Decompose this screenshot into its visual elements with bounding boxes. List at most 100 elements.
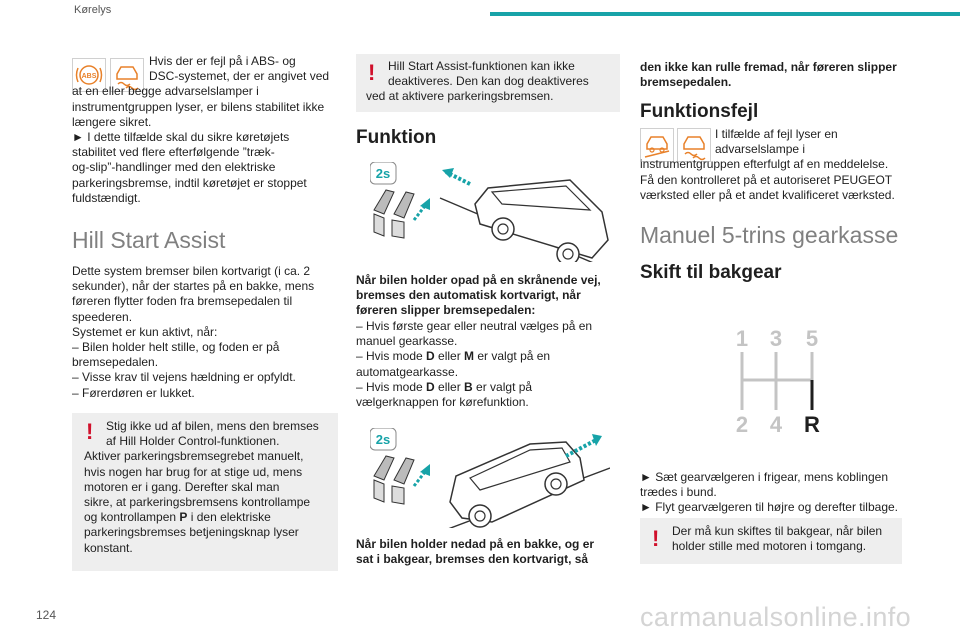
- fault-heading: Funktionsfejl: [640, 101, 759, 122]
- text-line: holder stille med motoren i tomgang.: [672, 539, 867, 554]
- uphill-illustration: 2s: [370, 162, 610, 262]
- text-line: ► Sæt gearvælgeren i frigear, mens kobli…: [640, 470, 889, 484]
- text-line: Aktiver parkeringsbremsegrebet manuelt,: [84, 449, 304, 464]
- text-part: eller: [434, 349, 465, 364]
- text-line: parkeringsbremse, indtil køretøjet er st…: [72, 175, 307, 190]
- warning-box-deactivation: ! Hill Start Assist-funktionen kan ikke …: [356, 54, 620, 112]
- text-line: længere sikret.: [72, 114, 152, 129]
- text-line: og-slip”-handlinger med den elektriske: [72, 160, 276, 175]
- gear-label-3: 3: [770, 326, 782, 351]
- timer-badge: 2s: [376, 432, 390, 447]
- text-line: vælgerknappen for kørefunktion.: [356, 395, 529, 410]
- fault-text: I tilfælde af fejl lyser en advarselslam…: [640, 127, 904, 203]
- abs-warning-icon: ABS: [72, 58, 106, 92]
- page-number: 124: [36, 608, 57, 622]
- text-part: i den elektriske: [187, 510, 271, 525]
- gear-label-1: 1: [736, 326, 748, 351]
- text-line: Der må kun skiftes til bakgear, når bile…: [672, 524, 883, 538]
- text-line: bremsepedalen.: [72, 355, 159, 370]
- reverse-heading: Skift til bakgear: [640, 262, 782, 283]
- reverse-steps: ► Sæt gearvælgeren i frigear, mens kobli…: [640, 470, 904, 516]
- text-line: Hvis der er fejl på i ABS- og: [149, 54, 296, 68]
- gear-label-reverse: R: [804, 412, 820, 437]
- mode-d: D: [426, 379, 435, 394]
- text-line: instrumentgruppen lyser, er bilens stabi…: [72, 99, 325, 114]
- text-line: deaktiveres. Den kan dog deaktiveres: [388, 74, 589, 89]
- stability-control-icon: [677, 128, 711, 162]
- text-line: sat i bakgear, bremses den kortvarigt, s…: [356, 552, 589, 567]
- downhill-illustration: 2s: [370, 428, 610, 528]
- text-line: konstant.: [84, 540, 133, 555]
- text-part: og kontrollampen: [84, 510, 180, 525]
- text-line: speederen.: [72, 309, 133, 324]
- text-line: sikre, at parkeringsbremsens kontrollamp…: [84, 495, 311, 510]
- text-line: motoren er i gang. Derefter skal man: [84, 479, 280, 494]
- text-line: trædes i bund.: [640, 485, 717, 500]
- text-line: advarselslampe i: [715, 142, 806, 157]
- text-line: den ikke kan rulle fremad, når føreren s…: [640, 60, 897, 74]
- text-line: parkeringsbremses betjeningsknap lyser: [84, 525, 299, 540]
- warning-icon: !: [368, 60, 376, 85]
- text-line: Når bilen holder opad på en skrånende ve…: [356, 273, 601, 287]
- text-part: er valgt på: [472, 379, 533, 394]
- text-line: ► Flyt gearvælgeren til højre og derefte…: [640, 500, 898, 515]
- text-part: eller: [434, 379, 465, 394]
- text-part: – Hvis mode: [356, 379, 427, 394]
- text-line: ► I dette tilfælde skal du sikre køretøj…: [72, 130, 290, 145]
- column-left: Hvis der er fejl på i ABS- og DSC-system…: [72, 54, 342, 401]
- hill-start-assist-description: Dette system bremser bilen kortvarigt (i…: [72, 264, 342, 401]
- watermark: carmanualsonline.info: [640, 602, 912, 632]
- gear-label-4: 4: [770, 412, 783, 437]
- timer-badge: 2s: [376, 166, 390, 181]
- stability-control-icon: [110, 58, 144, 92]
- text-line: – Førerdøren er lukket.: [72, 385, 195, 400]
- gear-label-2: 2: [736, 412, 748, 437]
- text-line: føreren slipper bremsepedalen:: [356, 303, 536, 318]
- text-line: fuldstændigt.: [72, 190, 141, 205]
- mode-d: D: [426, 349, 435, 364]
- hill-assist-warning-icon: [640, 128, 674, 162]
- text-line: føreren flytter foden fra bremsepedalen …: [72, 294, 293, 309]
- text-line: stabilitet ved flere efterfølgende ”træk…: [72, 145, 275, 160]
- text-line: instrumentgruppen efterfulgt af en medde…: [640, 157, 889, 172]
- warning-text: Stig ikke ud af bilen, mens den bremses …: [84, 419, 334, 556]
- uphill-intro: Når bilen holder opad på en skrånende ve…: [356, 273, 620, 319]
- text-line: Få den kontrolleret på et autoriseret PE…: [640, 172, 893, 187]
- text-line: – Hvis første gear eller neutral vælges …: [356, 319, 593, 333]
- text-line: Når bilen holder nedad på en bakke, og e…: [356, 537, 595, 551]
- hill-start-assist-heading: Hill Start Assist: [72, 227, 226, 254]
- mode-b: B: [464, 379, 473, 394]
- warning-box-reverse: ! Der må kun skiftes til bakgear, når bi…: [640, 518, 902, 564]
- text-line: og kontrollampen P i den elektriske: [84, 510, 334, 525]
- gearbox-heading: Manuel 5-trins gearkasse: [640, 222, 899, 248]
- header-accent-bar: [490, 12, 960, 16]
- svg-text:ABS: ABS: [82, 73, 97, 80]
- uphill-conditions: – Hvis første gear eller neutral vælges …: [356, 319, 620, 410]
- warning-text: Der må kun skiftes til bakgear, når bile…: [650, 524, 898, 554]
- funktion-heading: Funktion: [356, 127, 437, 148]
- gear-label-5: 5: [806, 326, 818, 351]
- warning-text: Hill Start Assist-funktionen kan ikke de…: [366, 59, 616, 105]
- text-line: – Hvis mode D eller M er valgt på en: [356, 349, 620, 364]
- gear-shift-diagram: 1 3 5 2 4 R: [726, 320, 836, 442]
- warning-box-exit: ! Stig ikke ud af bilen, mens den bremse…: [72, 413, 338, 571]
- text-line: bremsepedalen.: [640, 75, 732, 90]
- text-line: – Visse krav til vejens hældning er opfy…: [72, 370, 296, 385]
- text-line: automatgearkasse.: [356, 364, 459, 379]
- abs-fault-text: Hvis der er fejl på i ABS- og DSC-system…: [72, 54, 342, 206]
- text-line: ved at aktivere parkeringsbremsen.: [366, 89, 554, 104]
- text-line: værksted eller på et andet kvalificeret …: [640, 187, 895, 202]
- text-line: hvis nogen har brug for at stige ud, men…: [84, 464, 303, 479]
- text-line: Hill Start Assist-funktionen kan ikke: [388, 59, 575, 73]
- text-line: sekunder), når der startes på en bakke, …: [72, 279, 315, 294]
- text-line: af Hill Holder Control-funktionen.: [106, 434, 280, 449]
- text-line: I tilfælde af fejl lyser en: [715, 127, 838, 141]
- section-title: Kørelys: [74, 4, 112, 16]
- downhill-continued: den ikke kan rulle fremad, når føreren s…: [640, 60, 904, 90]
- mode-m: M: [464, 349, 475, 364]
- text-line: Dette system bremser bilen kortvarigt (i…: [72, 264, 311, 279]
- text-line: bremses den automatisk kortvarigt, når: [356, 288, 581, 303]
- text-line: Systemet er kun aktivt, når:: [72, 324, 218, 339]
- text-line: – Bilen holder helt stille, og foden er …: [72, 340, 280, 355]
- text-line: manuel gearkasse.: [356, 334, 458, 349]
